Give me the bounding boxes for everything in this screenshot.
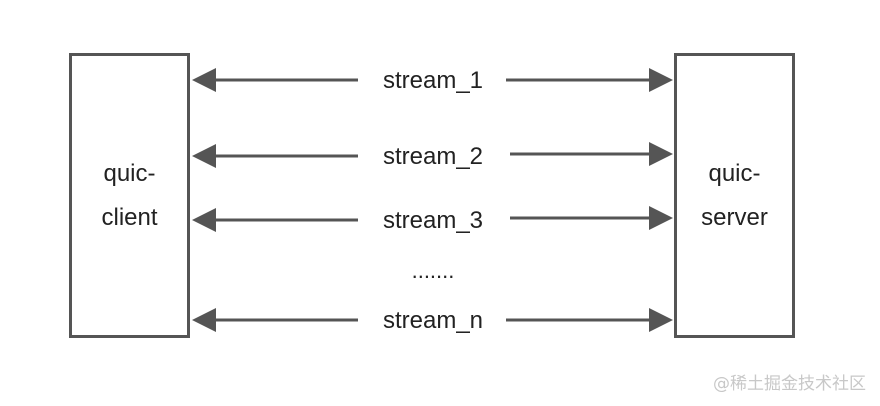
quic-client-label-line2: client bbox=[101, 203, 158, 231]
quic-server-box: quic- server bbox=[674, 53, 795, 338]
stream-1-label: stream_1 bbox=[382, 67, 484, 94]
watermark: @稀土掘金技术社区 bbox=[713, 374, 866, 394]
streams-ellipsis: ....... bbox=[411, 258, 455, 283]
stream-n-label: stream_n bbox=[382, 307, 484, 334]
quic-server-label-line1: quic- bbox=[708, 159, 761, 187]
quic-client-box: quic- client bbox=[69, 53, 190, 338]
stream-3-label: stream_3 bbox=[382, 207, 484, 234]
quic-client-label-line1: quic- bbox=[103, 159, 156, 187]
stream-2-label: stream_2 bbox=[382, 143, 484, 170]
quic-server-label-line2: server bbox=[701, 203, 768, 231]
